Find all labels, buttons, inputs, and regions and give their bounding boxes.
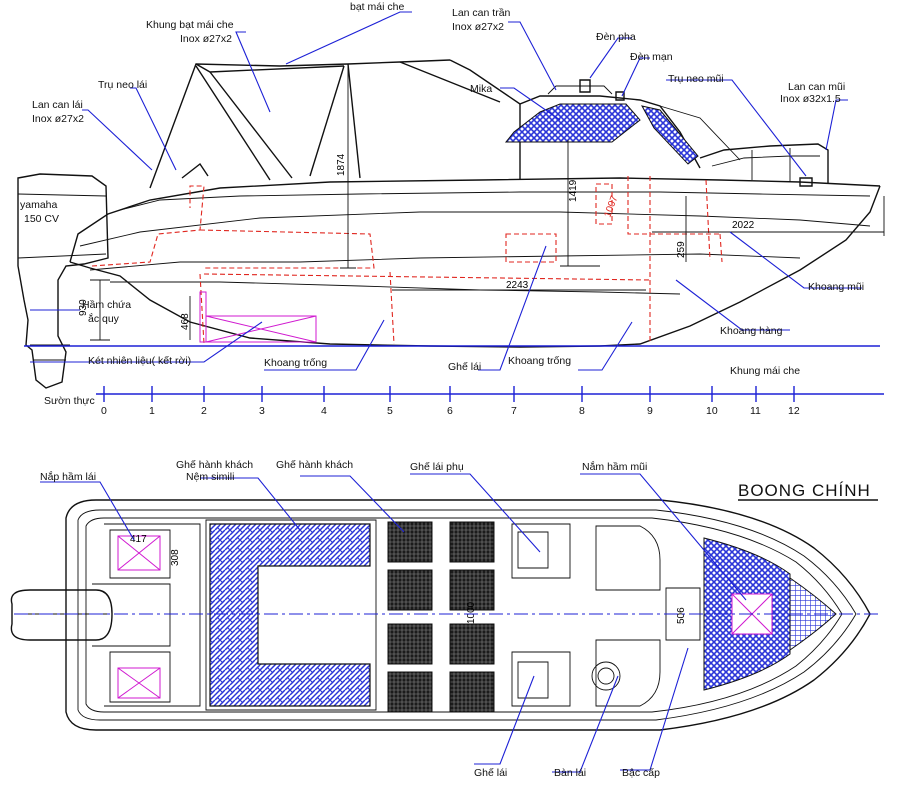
label-khoang-trong-1: Khoang trống [264, 357, 327, 369]
passenger-seat [449, 671, 495, 713]
frame-number: 7 [511, 405, 517, 417]
battery-compartment [199, 291, 317, 343]
label-nam-ham-mui: Nắm hầm mũi [582, 460, 647, 473]
frame-number: 5 [387, 405, 393, 417]
label-tru-neo-lai: Trụ neo lái [98, 79, 147, 91]
label-mika: Mika [470, 83, 492, 95]
frame-number: 6 [447, 405, 453, 417]
canopy-frame [149, 59, 521, 189]
frame-numbers: 0 1 2 3 4 5 6 7 8 9 10 11 12 [101, 405, 800, 417]
label-ghe-lai-phu: Ghế lái phụ [410, 461, 464, 473]
dim-transom-930: 930 [78, 299, 89, 316]
dim-cabin-height: 1419 [568, 179, 579, 202]
dim-hatch-308: 308 [170, 549, 181, 566]
passenger-seat [449, 569, 495, 611]
engine-power: 150 CV [24, 213, 59, 225]
dim-hatch-417: 417 [130, 534, 147, 545]
side-window [641, 105, 699, 165]
passenger-seat-blocks [387, 521, 495, 713]
frame-number: 12 [788, 405, 800, 417]
label-lan-can-lai-size: Inox ø27x2 [32, 113, 84, 125]
label-lan-can-lai: Lan can lái [32, 99, 83, 111]
label-khoang-hang: Khoang hàng [720, 325, 783, 337]
label-ghe-lai: Ghế lái [474, 767, 507, 779]
label-ket-nhien-lieu: Két nhiên liệu( kết rời) [88, 355, 191, 367]
console-and-bow-seats [591, 525, 701, 707]
frame-number: 8 [579, 405, 585, 417]
label-lan-can-tran-size: Inox ø27x2 [452, 21, 504, 33]
outboard-engine: yamaha 150 CV [17, 173, 109, 389]
label-tru-neo-mui: Trụ neo mũi [668, 73, 724, 85]
dim-battery-468: 468 [180, 313, 191, 330]
label-ham-chua: Hầm chứa [82, 299, 131, 311]
label-den-pha: Đèn pha [596, 31, 636, 43]
label-bat-mai-che: bạt mái che [350, 1, 404, 13]
side-view: yamaha 150 CV [17, 1, 885, 417]
stern-cleat [181, 162, 209, 179]
frame-number: 3 [259, 405, 265, 417]
label-lan-can-mui-size: Inox ø32x1.5 [780, 93, 841, 105]
frame-number: 10 [706, 405, 718, 417]
bow-railing [699, 143, 829, 187]
hull-side [69, 85, 881, 348]
dimension-lines [90, 64, 885, 341]
passenger-seat [449, 623, 495, 665]
passenger-seat [387, 623, 433, 665]
dim-seat-width: 1000 [466, 601, 477, 624]
helm-seats [511, 523, 571, 707]
side-leaders [30, 11, 862, 371]
passenger-seat [387, 569, 433, 611]
engine-brand: yamaha [20, 199, 58, 211]
label-ghe-hanh-khach-1: Ghế hành khách [176, 459, 253, 471]
label-ban-lai: Bàn lái [554, 767, 586, 779]
passenger-seat [387, 521, 433, 563]
label-ghe-hanh-khach-2: Ghế hành khách [276, 459, 353, 471]
dim-canopy-height: 1874 [336, 153, 347, 176]
label-khung-mai-che: Khung mái che [730, 365, 800, 377]
label-nem-simili: Nệm simili [186, 471, 234, 483]
label-suon-thuc: Sườn thực [44, 395, 95, 407]
label-khung-bat: Khung bạt mái che [146, 19, 234, 31]
label-bac-cap: Bậc cấp [622, 767, 660, 779]
frame-number: 11 [750, 405, 761, 417]
dim-length-2022: 2022 [732, 220, 755, 231]
deck-leaders [40, 473, 747, 773]
frame-number: 4 [321, 405, 327, 417]
frame-number: 0 [101, 405, 107, 417]
frame-number: 9 [647, 405, 653, 417]
frame-number: 1 [149, 405, 155, 417]
headlight [579, 79, 591, 93]
side-light [615, 91, 625, 101]
passenger-seat [387, 671, 433, 713]
label-lan-can-tran: Lan can trần [452, 7, 511, 19]
stern-compartment [92, 523, 201, 707]
deck-plan-title: BOONG CHÍNH [738, 481, 871, 500]
dim-bow-259: 259 [676, 241, 687, 258]
mika-window [504, 103, 641, 143]
label-ac-quy: ắc quy [88, 312, 120, 325]
label-khoang-mui: Khoang mũi [808, 281, 864, 293]
dim-length-2243: 2243 [506, 280, 529, 291]
dim-cabin-angle: 1007 [602, 194, 620, 219]
deck-plan: BOONG CHÍNH 417 308 [10, 459, 880, 779]
label-khung-bat-size: Inox ø27x2 [180, 33, 232, 45]
label-nap-ham-lai: Nắp hầm lái [40, 470, 96, 483]
passenger-seat-u [209, 523, 371, 707]
label-lan-can-mui: Lan can mũi [788, 81, 845, 93]
frame-ticks [103, 386, 795, 402]
outboard-plan [10, 589, 113, 641]
label-khoang-trong-2: Khoang trống [508, 355, 571, 367]
bow-tip-grid [789, 577, 837, 651]
label-ghe-lai-side: Ghế lái [448, 361, 481, 373]
dim-bow-506: 506 [676, 607, 687, 624]
passenger-seat [449, 521, 495, 563]
frame-number: 2 [201, 405, 207, 417]
label-den-mau: Đèn mạn [630, 51, 673, 63]
